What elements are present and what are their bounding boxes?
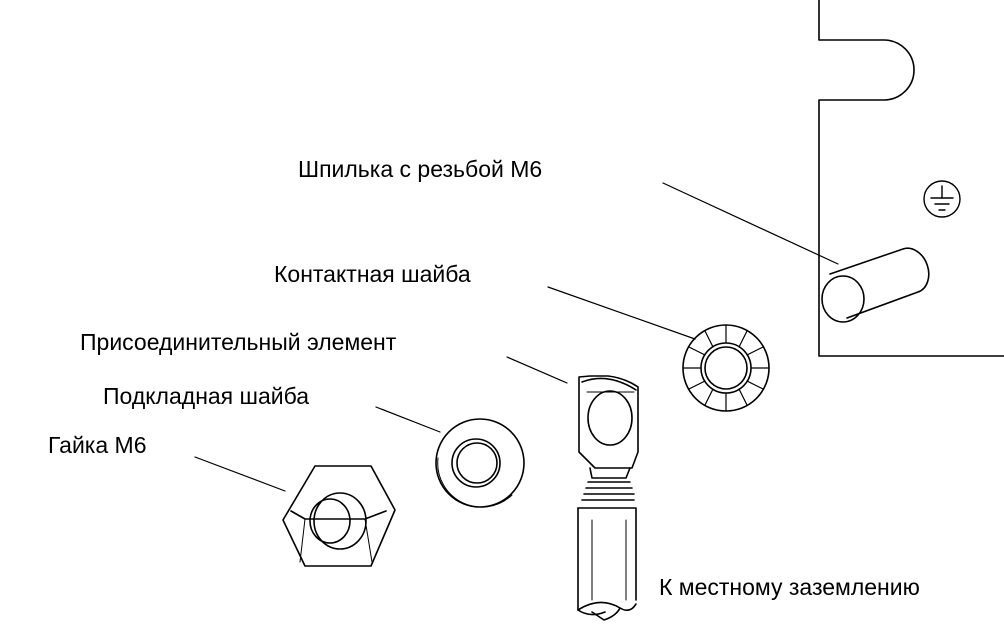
- contact-washer-label: Контактная шайба: [274, 261, 471, 287]
- housing-panel: [818, 0, 1004, 357]
- threaded-stud: [821, 247, 930, 323]
- leader-flat-washer: [375, 406, 441, 433]
- leader-nut: [194, 456, 286, 492]
- contact-washer: [682, 324, 770, 412]
- connector-lug: [577, 375, 639, 621]
- local-ground-label: К местному заземлению: [659, 574, 920, 600]
- connector-label: Присоединительный элемент: [80, 329, 397, 355]
- nut-label: Гайка М6: [48, 432, 147, 458]
- hex-nut: [282, 465, 396, 567]
- ground-icon: [923, 180, 961, 218]
- leader-lines: [194, 182, 839, 492]
- flat-washer: [435, 418, 525, 508]
- leader-stud: [662, 182, 839, 265]
- flat-washer-label: Подкладная шайба: [103, 383, 310, 409]
- leader-contact-washer: [547, 286, 696, 340]
- leader-connector: [506, 356, 568, 384]
- stud-label: Шпилька с резьбой М6: [298, 156, 543, 182]
